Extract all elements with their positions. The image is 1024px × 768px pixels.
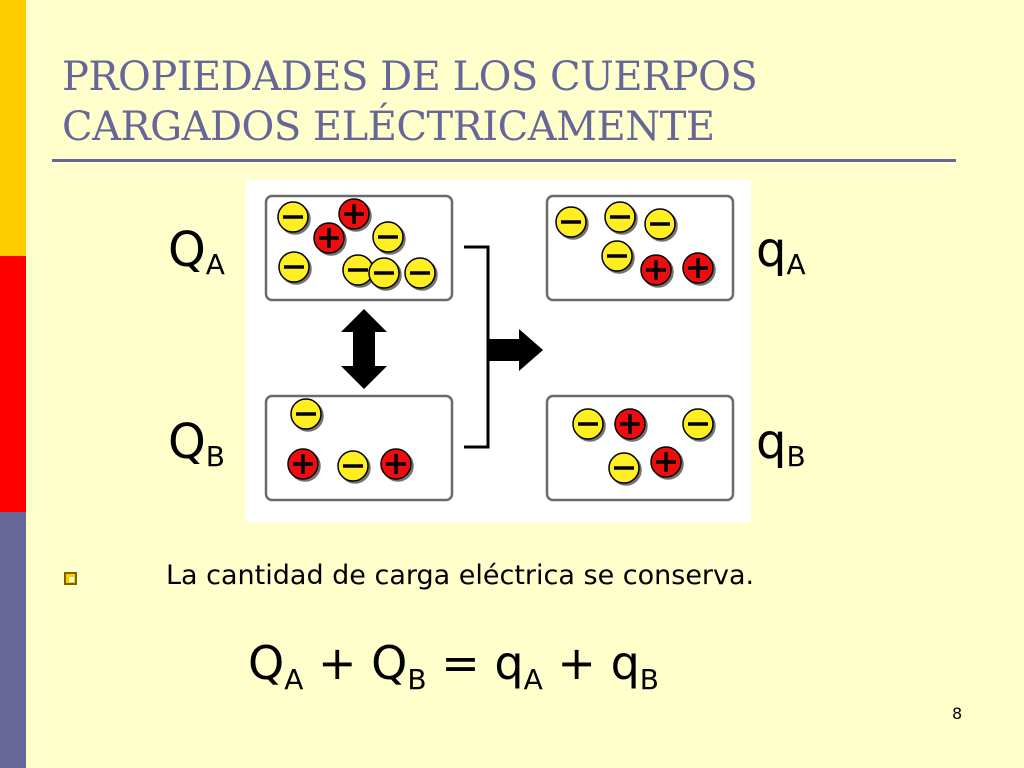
negative-charge-icon	[604, 201, 636, 233]
negative-charge-icon	[608, 452, 640, 484]
label-QA: QA	[168, 222, 225, 281]
positive-charge-icon	[338, 198, 370, 230]
positive-charge-icon	[650, 446, 682, 478]
slide-title: PROPIEDADES DE LOS CUERPOS CARGADOS ELÉC…	[62, 52, 942, 152]
title-underline	[52, 159, 956, 162]
negative-charge-icon	[682, 408, 714, 440]
decor-bar-purple	[0, 512, 26, 768]
right-arrow-icon	[489, 329, 543, 371]
positive-charge-icon	[682, 252, 714, 284]
page-number: 8	[952, 704, 963, 723]
label-qA: qA	[756, 222, 806, 281]
label-QB: QB	[168, 414, 225, 473]
charge-diagram	[264, 194, 735, 502]
positive-charge-icon	[313, 222, 345, 254]
negative-charge-icon	[572, 408, 604, 440]
bullet-text: La cantidad de carga eléctrica se conser…	[166, 560, 755, 591]
positive-charge-icon	[380, 448, 412, 480]
negative-charge-icon	[337, 450, 369, 482]
merge-bracket	[464, 245, 490, 449]
negative-charge-icon	[290, 398, 322, 430]
title-line-2: CARGADOS ELÉCTRICAMENTE	[62, 104, 715, 150]
decor-bar-red	[0, 256, 26, 512]
charge-diagram-panel: QA QB qA qB	[168, 180, 806, 522]
negative-charge-icon	[278, 251, 310, 283]
negative-charge-icon	[368, 257, 400, 289]
negative-charge-icon	[372, 221, 404, 253]
negative-charge-icon	[342, 254, 374, 286]
double-arrow-icon	[341, 309, 387, 389]
positive-charge-icon	[287, 448, 319, 480]
title-line-1: PROPIEDADES DE LOS CUERPOS	[62, 54, 758, 100]
positive-charge-icon	[614, 408, 646, 440]
positive-charge-icon	[640, 254, 672, 286]
decor-bar-yellow	[0, 0, 26, 256]
negative-charge-icon	[601, 240, 633, 272]
negative-charge-icon	[644, 208, 676, 240]
negative-charge-icon	[277, 201, 309, 233]
negative-charge-icon	[555, 206, 587, 238]
label-qB: qB	[756, 414, 806, 473]
conservation-equation: QA + QB = qA + qB	[248, 636, 659, 696]
negative-charge-icon	[404, 257, 436, 289]
bullet-icon	[64, 572, 77, 585]
